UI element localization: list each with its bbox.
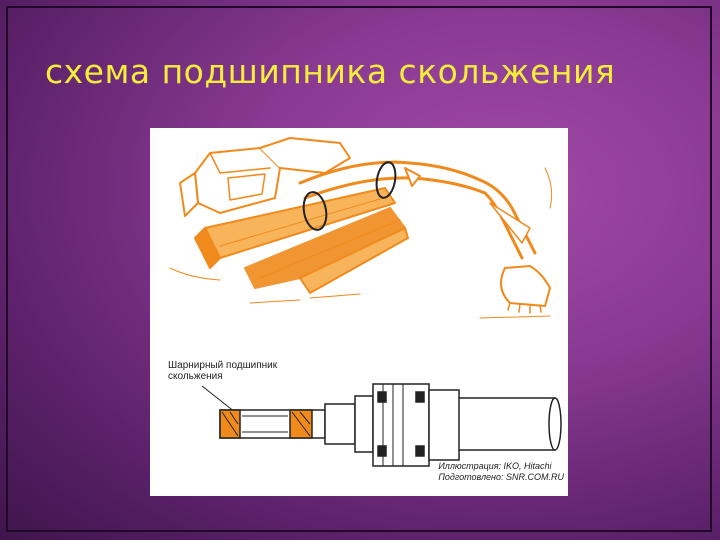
callout-line-2: скольжения <box>168 371 223 382</box>
bearing-highlight-1 <box>302 191 328 231</box>
bearing-cutaway-drawing <box>201 383 562 467</box>
bearing-highlight-2 <box>375 161 397 199</box>
excavator-drawing <box>169 137 553 319</box>
credit-line-1: Иллюстрация: IKO, Hitachi <box>438 461 552 471</box>
slide-title: схема подшипника скольжения <box>45 52 616 91</box>
excavator-and-bearing-drawing <box>169 137 562 467</box>
image-credit: Иллюстрация: IKO, Hitachi Подготовлено: … <box>438 461 564 483</box>
callout-line-1: Шарнирный подшипник <box>168 360 278 371</box>
credit-line-2: Подготовлено: SNR.COM.RU <box>438 472 564 482</box>
bearing-callout-label: Шарнирный подшипник скольжения <box>168 360 277 382</box>
bearing-diagram-image: Шарнирный подшипник скольжения Иллюстрац… <box>150 128 568 496</box>
